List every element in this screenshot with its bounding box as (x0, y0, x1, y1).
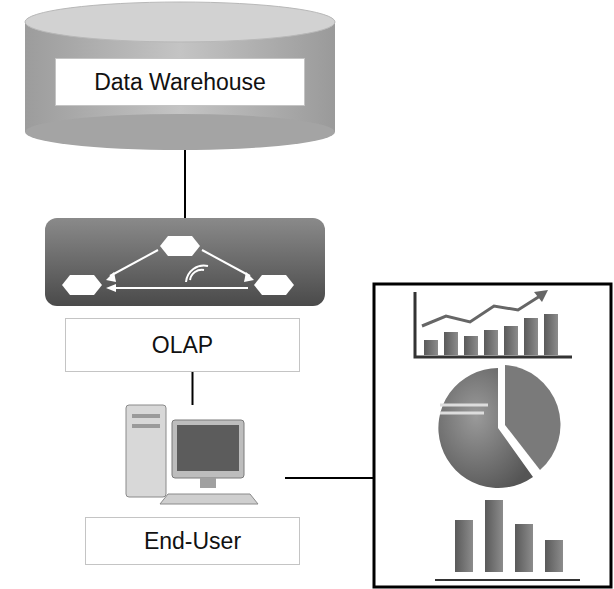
link-line (285, 477, 373, 479)
node-label: End-User (144, 528, 241, 555)
connector (192, 372, 193, 405)
end-user-node: End-User (85, 405, 300, 565)
node-label: OLAP (152, 332, 213, 359)
connector (185, 150, 186, 218)
database-node: Data Warehouse (25, 0, 335, 150)
computer-icon (126, 405, 258, 504)
olap-node: OLAP (45, 218, 325, 372)
database-cylinder (25, 2, 335, 150)
label-box: End-User (85, 517, 300, 565)
olap-icon (45, 218, 325, 306)
label-box: Data Warehouse (55, 58, 305, 106)
chart-panel (374, 284, 611, 587)
label-box: OLAP (65, 318, 300, 372)
node-label: Data Warehouse (94, 69, 266, 96)
